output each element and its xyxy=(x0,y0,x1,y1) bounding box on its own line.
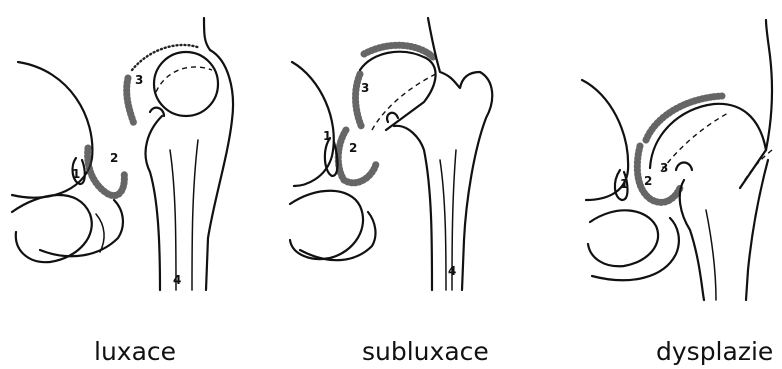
femur-outline xyxy=(428,18,492,290)
marker-2: 2 xyxy=(349,141,357,155)
marker-1: 1 xyxy=(323,129,331,143)
caption-dysplazie: dysplazie xyxy=(656,337,773,366)
ischium-outline xyxy=(290,191,363,259)
panel-subluxace: 3 2 1 4 xyxy=(290,18,492,290)
marker-4: 4 xyxy=(173,273,181,287)
femoral-head xyxy=(154,52,218,116)
marker-1: 1 xyxy=(620,177,628,191)
marker-4: 4 xyxy=(448,264,456,278)
caption-subluxace: subluxace xyxy=(362,337,489,366)
femur-outline xyxy=(766,20,772,150)
pubis-ramus xyxy=(592,218,679,280)
marker-1: 1 xyxy=(72,167,80,181)
panel-luxace: 3 2 1 4 xyxy=(12,18,233,290)
ischium-outline xyxy=(588,210,658,266)
marker-3: 3 xyxy=(361,81,369,95)
pubis-ramus xyxy=(300,212,375,260)
caption-luxace: luxace xyxy=(94,337,176,366)
panel-dysplazie: 1 2 3 xyxy=(582,20,772,300)
marker-3: 3 xyxy=(135,73,143,87)
marker-2: 2 xyxy=(644,174,652,188)
ischium-outline xyxy=(12,195,92,262)
marker-2: 2 xyxy=(110,151,118,165)
pelvis-outline xyxy=(292,62,334,186)
acetabulum-dotted xyxy=(646,96,722,140)
marker-3: 3 xyxy=(660,161,668,175)
femur-outline xyxy=(206,50,233,290)
